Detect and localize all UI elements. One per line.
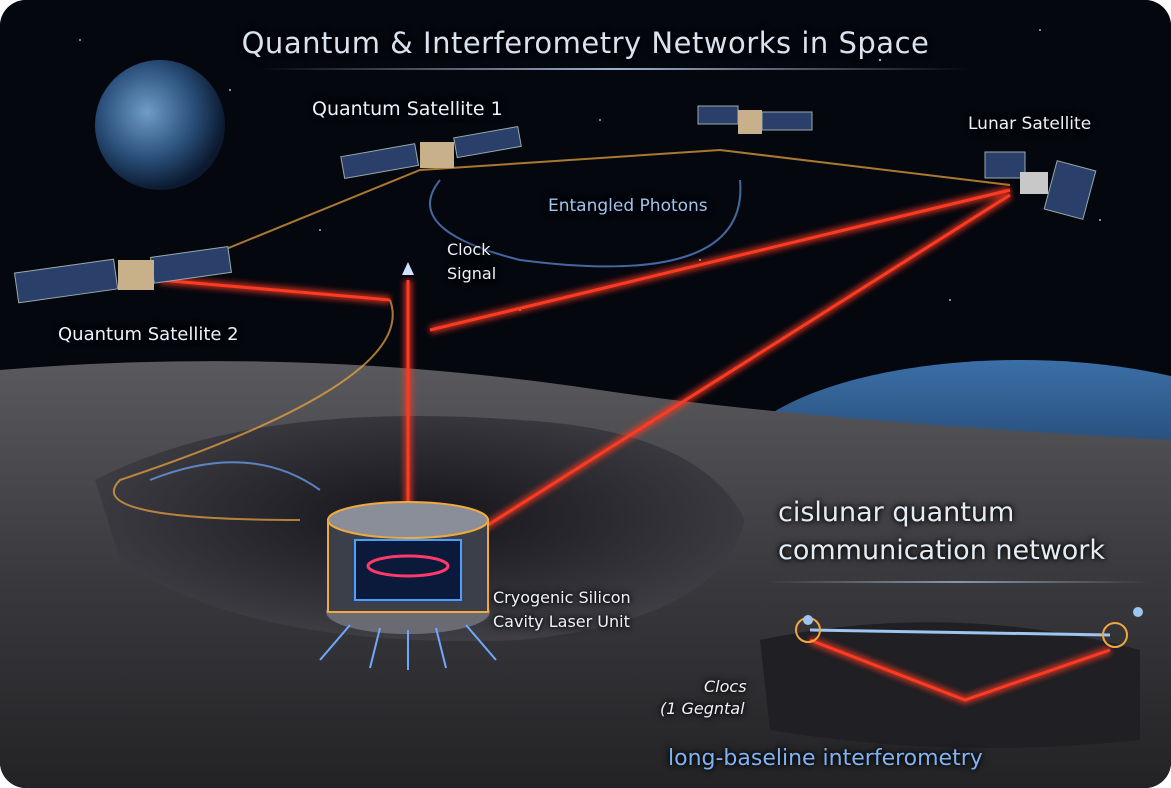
label-entangled-photons: Entangled Photons xyxy=(548,196,708,216)
laser-beams xyxy=(159,186,1112,705)
page-title: Quantum & Interferometry Networks in Spa… xyxy=(241,26,930,60)
label-cislunar-network: cislunar quantum communication network xyxy=(778,494,1105,570)
cryogenic-laser-unit xyxy=(319,501,497,670)
label-clocs-signal: Clocs (1 Gegntal xyxy=(660,676,747,720)
lunar-satellite xyxy=(984,151,1097,220)
label-quantum-satellite-1: Quantum Satellite 1 xyxy=(312,98,503,120)
clocs-line1: Clocs xyxy=(704,677,747,696)
interferometry-baseline xyxy=(809,628,1111,637)
quantum-satellite-2 xyxy=(13,245,232,304)
quantum-satellite-1 xyxy=(340,126,522,179)
earth-planet xyxy=(95,60,225,190)
clock-line2: Signal xyxy=(447,264,497,283)
cryo-line2: Cavity Laser Unit xyxy=(493,612,630,631)
clock-line1: Clock xyxy=(447,240,491,259)
label-lunar-satellite: Lunar Satellite xyxy=(968,114,1092,134)
cislunar-line2: communication network xyxy=(778,535,1106,566)
label-quantum-satellite-2: Quantum Satellite 2 xyxy=(58,324,239,345)
cryo-line1: Cryogenic Silicon xyxy=(493,588,631,607)
title-divider xyxy=(260,68,970,70)
cislunar-divider xyxy=(768,581,1148,583)
cislunar-line1: cislunar quantum xyxy=(778,497,1015,528)
interferometry-station-left xyxy=(795,615,821,643)
interferometry-station-right xyxy=(1102,607,1143,648)
relay-satellite xyxy=(697,105,813,134)
clock-signal-arrow-icon xyxy=(402,262,414,275)
label-long-baseline-interferometry: long-baseline interferometry xyxy=(668,746,983,771)
clocs-line2: (1 Gegntal xyxy=(660,699,745,718)
orbit-links xyxy=(113,148,1011,521)
